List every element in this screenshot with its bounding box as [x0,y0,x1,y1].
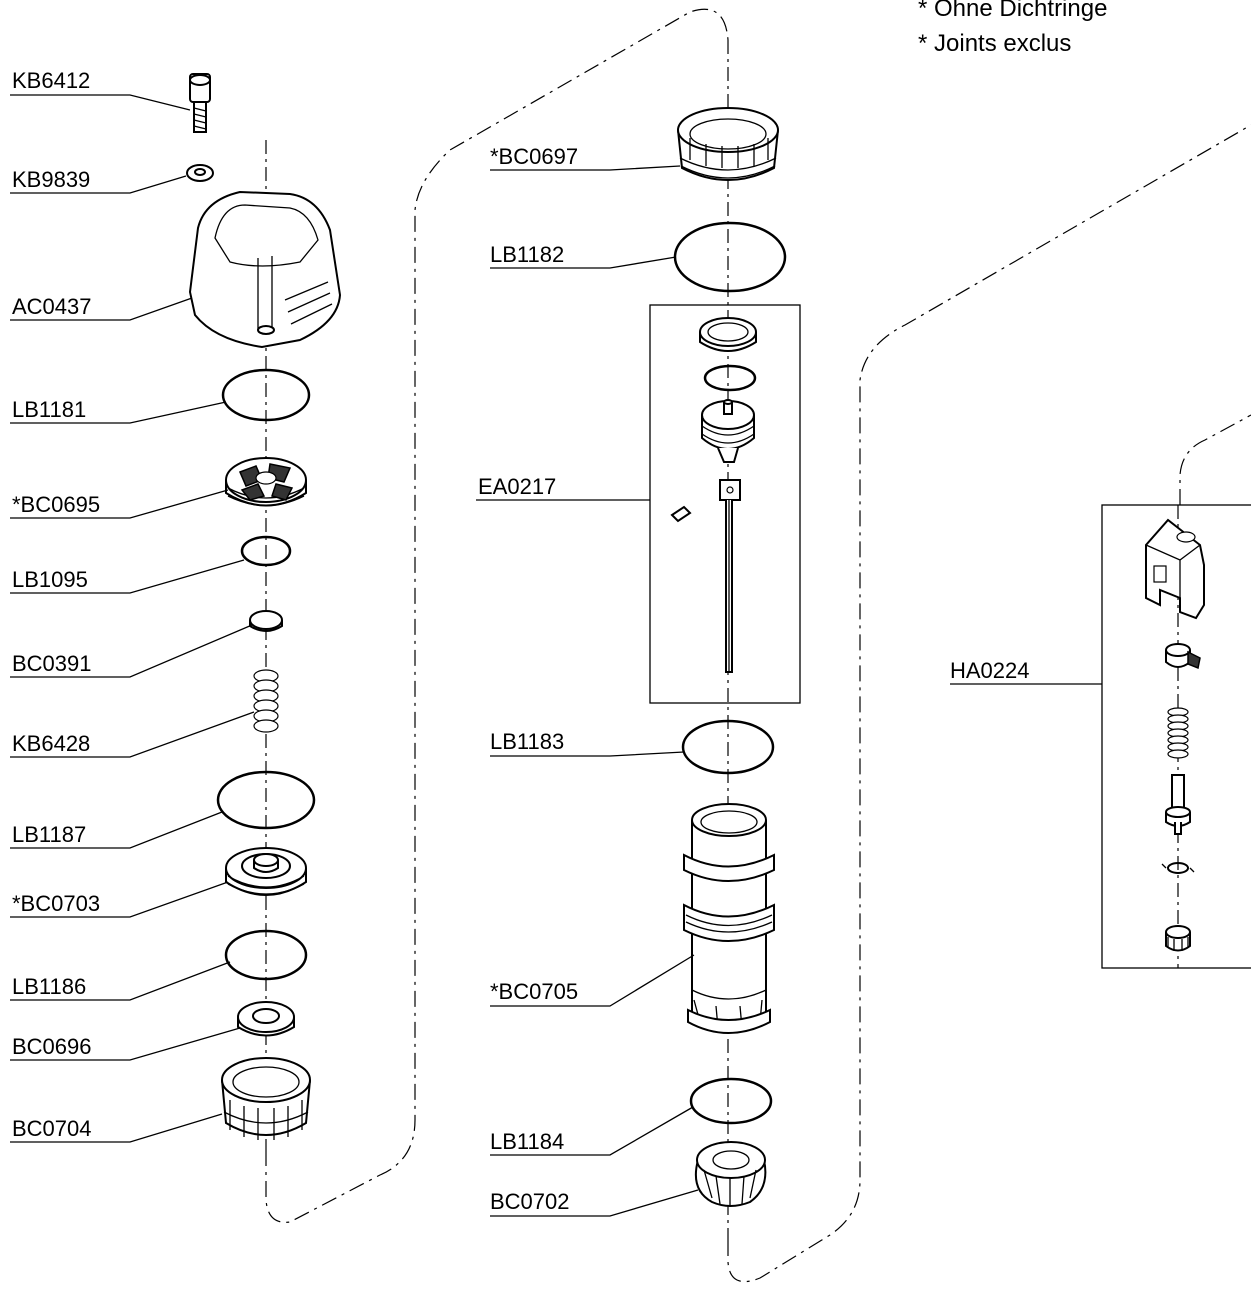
label-bc0705: *BC0705 [490,979,578,1004]
label-ac0437: AC0437 [12,294,92,319]
bc0696-nut-part [237,1001,295,1037]
lb1186-o-ring-part [224,929,308,981]
label-bc0704: BC0704 [12,1116,92,1141]
bc0695-valve-disc-part [225,457,307,507]
label-bc0697: *BC0697 [490,144,578,169]
label-ha0224: HA0224 [950,658,1030,683]
ha0224-kit-frame [1101,504,1251,969]
lb1181-o-ring-part [221,368,311,422]
ha0224-valve-assembly-part [1145,518,1205,952]
assembly-flow-lines [265,8,1251,1283]
label-bc0703: *BC0703 [12,891,100,916]
middle-column-parts [476,40,801,1240]
kb6412-screw-part [189,73,211,133]
lb1183-o-ring-part [681,719,775,775]
lb1184-o-ring-part [689,1077,773,1125]
kb9839-washer-part [186,164,214,182]
left-column-parts [10,73,342,1150]
label-lb1181: LB1181 [12,397,86,422]
label-lb1182: LB1182 [490,242,564,267]
bc0704-ring-nut-part [221,1057,311,1140]
label-bc0391: BC0391 [12,651,92,676]
bc0697-ring-nut-part [677,107,779,181]
label-lb1186: LB1186 [12,974,86,999]
bc0391-disc-part [249,610,283,632]
ea0217-valve-insert-part [670,317,757,673]
lb1182-o-ring-part [673,221,787,293]
kb6428-spring-part [253,669,279,733]
label-ea0217: EA0217 [478,474,556,499]
note-without-seals-fr: * Joints exclus [918,30,1071,57]
ac0437-cover-part [188,190,342,349]
label-lb1187: LB1187 [12,822,86,847]
bc0705-cartridge-part [683,803,775,1034]
lb1187-o-ring-part [216,770,316,830]
label-lb1095: LB1095 [12,567,88,592]
label-kb6412: KB6412 [12,68,90,93]
label-bc0695: *BC0695 [12,492,100,517]
label-bc0702: BC0702 [490,1189,570,1214]
bc0702-knob-part [694,1141,767,1207]
label-bc0696: BC0696 [12,1034,92,1059]
right-column-parts [950,504,1251,969]
label-lb1184: LB1184 [490,1129,564,1154]
label-kb9839: KB9839 [12,167,90,192]
bc0703-piston-part [225,847,307,896]
ea0217-kit-frame [649,304,801,704]
note-without-seals-de: * Ohne Dichtringe [918,0,1107,22]
lb1095-o-ring-part [240,535,292,567]
label-kb6428: KB6428 [12,731,90,756]
label-lb1183: LB1183 [490,729,564,754]
